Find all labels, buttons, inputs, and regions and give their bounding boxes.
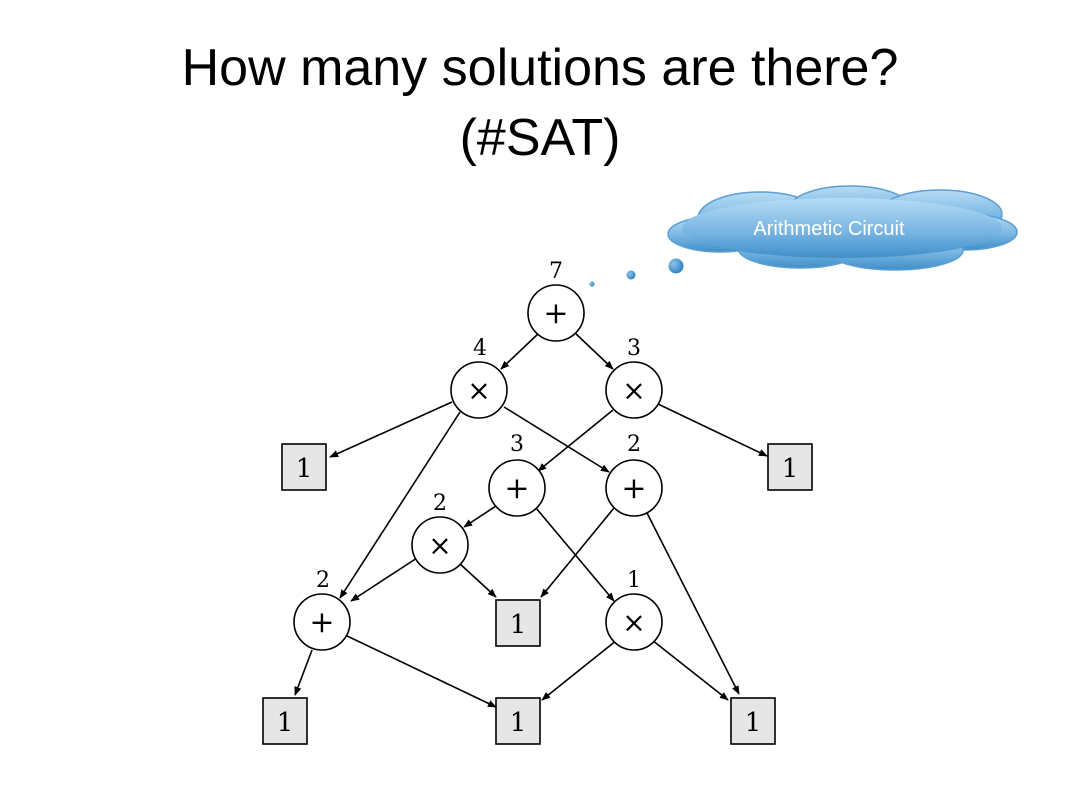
edge-mulr-leaf2 — [657, 403, 768, 457]
node-count: 2 — [627, 432, 641, 457]
op-times: × — [467, 374, 490, 407]
edge-mull-addr — [503, 406, 610, 473]
edge-mull-leaf1 — [329, 401, 453, 458]
node-count: 3 — [510, 432, 524, 457]
leaf-value: 1 — [510, 610, 527, 640]
edge-addr-leaf6 — [645, 510, 740, 695]
node-count: 2 — [316, 568, 330, 593]
node-add-left: + 2 — [293, 568, 351, 651]
thought-dot-small — [589, 281, 595, 287]
leaf-5: 1 — [495, 697, 541, 745]
node-mul-mid: × 2 — [411, 491, 469, 574]
leaf-value: 1 — [510, 708, 527, 738]
node-add-right: + 2 — [605, 432, 663, 517]
edge-addl-leaf5 — [344, 634, 497, 708]
edge-addm-mulm — [463, 503, 500, 528]
edge-mulr-addm — [537, 409, 614, 472]
leaf-2: 1 — [767, 443, 813, 491]
edge-addr-leaf3 — [540, 507, 615, 598]
edge-mulm-addl — [350, 557, 418, 602]
slide-title: How many solutions are there? — [181, 39, 899, 97]
node-count: 4 — [473, 336, 487, 361]
leaf-6: 1 — [730, 697, 776, 745]
op-plus: + — [543, 296, 568, 331]
thought-dot-large — [668, 258, 684, 274]
leaf-4: 1 — [262, 697, 308, 745]
leaf-3: 1 — [495, 599, 541, 647]
thought-dot-medium — [626, 270, 636, 280]
node-root: + 7 — [527, 259, 585, 342]
op-plus: + — [504, 471, 529, 506]
leaf-value: 1 — [745, 708, 762, 738]
node-mul-bottom: × 1 — [605, 568, 663, 651]
leaf-value: 1 — [782, 454, 799, 484]
edge-mulb-leaf5 — [541, 639, 618, 701]
op-times: × — [622, 606, 645, 639]
circuit-edges — [294, 331, 768, 708]
leaf-1: 1 — [281, 443, 327, 491]
edge-addl-leaf4 — [294, 649, 313, 696]
node-count: 3 — [627, 336, 641, 361]
node-add-mid: + 3 — [488, 432, 546, 517]
node-count: 2 — [433, 491, 447, 516]
node-mul-left: × 4 — [450, 336, 508, 419]
edge-mull-addl — [339, 411, 461, 599]
slide-subtitle: (#SAT) — [459, 109, 621, 167]
leaf-value: 1 — [277, 708, 294, 738]
op-times: × — [428, 529, 451, 562]
op-times: × — [622, 374, 645, 407]
node-count: 7 — [549, 259, 563, 284]
cloud-label: Arithmetic Circuit — [753, 218, 905, 240]
edge-root-mulr — [573, 331, 614, 370]
leaf-value: 1 — [296, 454, 313, 484]
node-count: 1 — [627, 568, 641, 593]
op-plus: + — [309, 605, 334, 640]
edge-mulm-leaf3 — [458, 562, 497, 598]
edge-mulb-leaf6 — [651, 639, 729, 701]
op-plus: + — [621, 471, 646, 506]
node-mul-right: × 3 — [605, 336, 663, 419]
edge-root-mull — [500, 331, 541, 370]
thought-cloud: Arithmetic Circuit — [589, 185, 1018, 287]
